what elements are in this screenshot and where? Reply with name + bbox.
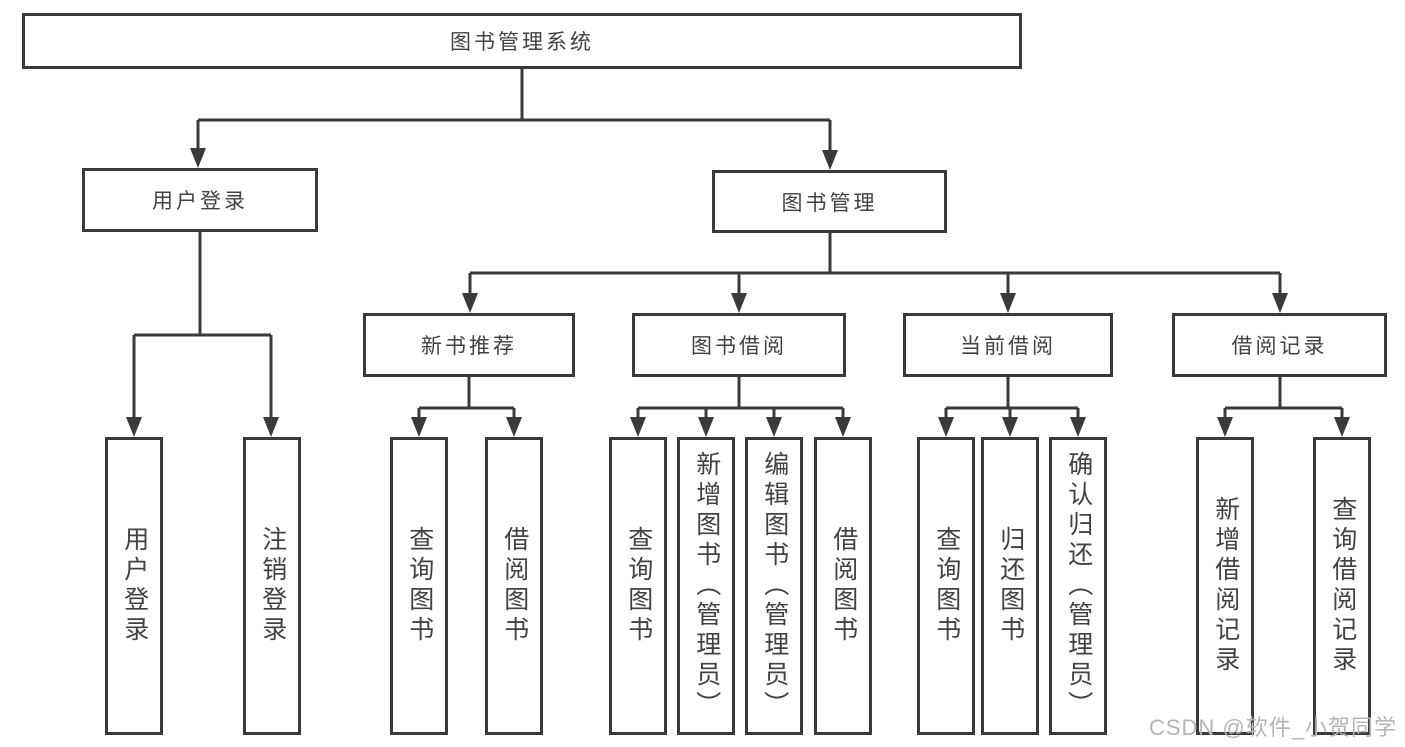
node-book-management: 图书管理 <box>712 170 947 233</box>
leaf-query-books-under-recommendation: 查询图书 <box>390 437 448 735</box>
node-label: 注销登录 <box>258 526 287 646</box>
edge-current-borrowing-to-children <box>944 377 1080 423</box>
leaf-user-login: 用户登录 <box>105 437 163 735</box>
node-label: 新增借阅记录 <box>1211 496 1240 676</box>
leaf-confirm-return-admin: 确认归还（管理员） <box>1049 437 1107 735</box>
leaf-query-books-under-current: 查询图书 <box>917 437 975 735</box>
node-label: 借阅记录 <box>1231 335 1328 358</box>
node-label: 图书管理系统 <box>450 31 594 54</box>
leaf-return-books: 归还图书 <box>981 437 1039 735</box>
node-label: 新增图书（管理员） <box>692 451 721 721</box>
node-label: 借阅图书 <box>500 526 529 646</box>
leaf-query-books-under-borrowing: 查询图书 <box>609 437 667 735</box>
node-label: 归还图书 <box>996 526 1025 646</box>
node-label: 查询图书 <box>932 526 961 646</box>
edge-root-to-level2 <box>196 69 832 156</box>
node-label: 当前借阅 <box>960 335 1056 358</box>
leaf-add-borrow-record: 新增借阅记录 <box>1196 437 1254 735</box>
node-label: 图书借阅 <box>691 335 787 358</box>
node-user-login: 用户登录 <box>82 168 318 232</box>
leaf-query-borrow-record: 查询借阅记录 <box>1313 437 1371 735</box>
node-label: 新书推荐 <box>421 335 517 358</box>
node-label: 确认归还（管理员） <box>1064 451 1093 721</box>
leaf-add-book-admin: 新增图书（管理员） <box>677 437 735 735</box>
edge-book-borrowing-to-children <box>636 377 845 423</box>
node-label: 用户登录 <box>152 190 248 213</box>
edge-user-login-to-children <box>132 232 273 423</box>
leaf-logout: 注销登录 <box>243 437 301 735</box>
node-label: 查询图书 <box>405 526 434 646</box>
leaf-edit-book-admin: 编辑图书（管理员） <box>745 437 803 735</box>
node-label: 查询借阅记录 <box>1328 496 1357 676</box>
node-new-book-recommendation: 新书推荐 <box>363 313 575 377</box>
node-label: 图书管理 <box>781 191 878 215</box>
leaf-borrow-books-under-recommendation: 借阅图书 <box>485 437 543 735</box>
node-borrowing-records: 借阅记录 <box>1172 313 1387 377</box>
node-label: 用户登录 <box>120 526 149 646</box>
edge-borrowing-records-to-children <box>1223 377 1344 423</box>
node-library-management-system: 图书管理系统 <box>22 13 1022 69</box>
edge-book-management-to-children <box>468 233 1282 299</box>
node-label: 借阅图书 <box>829 526 858 646</box>
edge-new-book-rec-to-children <box>417 377 516 423</box>
node-label: 查询图书 <box>624 526 653 646</box>
node-current-borrowing: 当前借阅 <box>903 313 1113 377</box>
node-book-borrowing: 图书借阅 <box>632 313 846 377</box>
node-label: 编辑图书（管理员） <box>760 451 789 721</box>
leaf-borrow-books-under-borrowing: 借阅图书 <box>814 437 872 735</box>
